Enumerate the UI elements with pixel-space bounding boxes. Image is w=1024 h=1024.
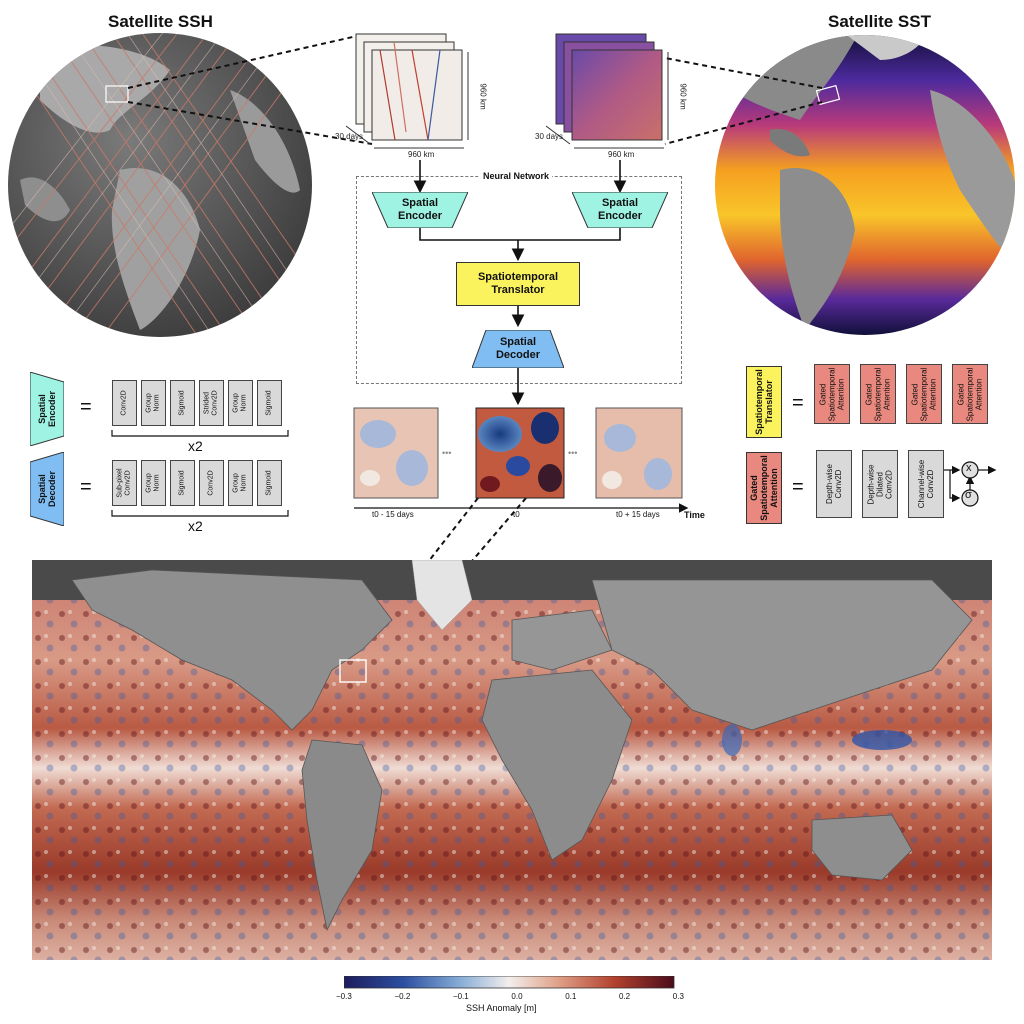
attention-block-2: Gated Spatiotemporal Attention xyxy=(860,364,896,424)
colorbar-tick: −0.2 xyxy=(394,992,411,1001)
decoder-legend-blocks: Sub-pixel Conv2D Group Norm Sigmoid Conv… xyxy=(112,460,288,506)
colorbar-label: SSH Anomaly [m] xyxy=(466,1003,537,1013)
attention-gate-arrows xyxy=(944,461,997,507)
ssh-input-stack xyxy=(345,33,469,149)
attention-block-1: Gated Spatiotemporal Attention xyxy=(814,364,850,424)
encoder-right-shape xyxy=(572,192,668,228)
decoder-block-1: Sub-pixel Conv2D xyxy=(112,460,137,506)
time-axis-label: Time xyxy=(684,510,705,520)
encoder-block-5: Group Norm xyxy=(228,380,253,426)
encoder-block-2: Group Norm xyxy=(141,380,166,426)
attention-block-4: Gated Spatiotemporal Attention xyxy=(952,364,988,424)
colorbar-tick: 0.2 xyxy=(619,992,631,1001)
translator-legend-equals: = xyxy=(792,392,804,414)
sst-globe xyxy=(715,35,1015,335)
encoder-legend-label: Spatial Encoder xyxy=(36,390,57,428)
decoder-block-2: Group Norm xyxy=(141,460,166,506)
colorbar-tick: −0.3 xyxy=(336,992,352,1001)
colorbar-tick: −0.1 xyxy=(452,992,469,1001)
translator-box: Spatiotemporal Translator xyxy=(456,262,580,306)
decoder-legend-equals: = xyxy=(80,476,92,498)
sigma-symbol: σ xyxy=(965,489,972,501)
colorbar-tick: 0.3 xyxy=(672,992,684,1001)
decoder-block-3: Sigmoid xyxy=(170,460,195,506)
decoder-shape xyxy=(472,330,564,368)
sst-title: Satellite SST xyxy=(828,12,931,31)
ssh-title: Satellite SSH xyxy=(108,12,213,31)
attention-sub-block-1: Depth-wise Conv2D xyxy=(816,450,852,518)
sst-input-stack xyxy=(545,33,669,149)
encoder-left-label: Spatial Encoder xyxy=(397,197,442,222)
time-axis xyxy=(354,503,689,513)
encoder-block-3: Sigmoid xyxy=(170,380,195,426)
colorbar-tick: 0.1 xyxy=(565,992,577,1001)
decoder-legend-repeat: x2 xyxy=(188,518,203,534)
time-label-minus: t0 - 15 days xyxy=(372,510,414,519)
ssh-world-map xyxy=(32,560,992,960)
encoder-legend-equals: = xyxy=(80,396,92,418)
decoder-legend-label: Spatial Decoder xyxy=(36,470,57,508)
ssh-width-label: 960 km xyxy=(408,150,435,159)
attention-legend-equals: = xyxy=(792,476,804,498)
sst-width-label: 960 km xyxy=(608,150,635,159)
ellipsis-right: ••• xyxy=(568,448,578,458)
neural-network-label: Neural Network xyxy=(480,171,553,181)
encoder-legend-blocks: Conv2D Group Norm Sigmoid Strided Conv2D… xyxy=(112,380,288,426)
colorbar xyxy=(344,976,675,989)
decoder-label: Spatial Decoder xyxy=(495,336,541,361)
translator-legend-blocks: Gated Spatiotemporal Attention Gated Spa… xyxy=(814,364,992,424)
encoder-left-shape xyxy=(372,192,468,228)
attention-block-3: Gated Spatiotemporal Attention xyxy=(906,364,942,424)
decoder-legend-shape xyxy=(30,452,64,526)
encoder-right-label: Spatial Encoder xyxy=(597,197,642,222)
encoder-block-6: Sigmoid xyxy=(257,380,282,426)
encoder-legend-bracket xyxy=(111,430,289,437)
decoder-block-6: Sigmoid xyxy=(257,460,282,506)
translator-legend-label: Spatiotemporal Translator xyxy=(746,366,782,438)
colorbar-ticks: −0.3 −0.2 −0.1 0.0 0.1 0.2 0.3 xyxy=(336,992,684,1001)
multiply-symbol: x xyxy=(966,462,972,474)
colorbar-tick: 0.0 xyxy=(511,992,523,1001)
decoder-block-4: Conv2D xyxy=(199,460,224,506)
ssh-time-label: 30 days xyxy=(335,132,364,141)
sst-time-label: 30 days xyxy=(535,132,564,141)
ssh-globe xyxy=(8,33,312,337)
attention-sub-block-3: Channel-wise Conv2D xyxy=(908,450,944,518)
time-label-plus: t0 + 15 days xyxy=(616,510,660,519)
encoder-block-4: Strided Conv2D xyxy=(199,380,224,426)
time-label-t0: t0 xyxy=(513,510,520,519)
attention-legend-label: Gated Spatiotemporal Attention xyxy=(746,452,782,524)
output-frames xyxy=(353,407,683,499)
decoder-legend-bracket xyxy=(111,510,289,517)
ellipsis-left: ••• xyxy=(442,448,452,458)
decoder-block-5: Group Norm xyxy=(228,460,253,506)
encoder-block-1: Conv2D xyxy=(112,380,137,426)
attention-sub-block-2: Depth-wise Dilated Conv2D xyxy=(862,450,898,518)
encoder-legend-shape xyxy=(30,372,64,446)
encoder-legend-repeat: x2 xyxy=(188,438,203,454)
